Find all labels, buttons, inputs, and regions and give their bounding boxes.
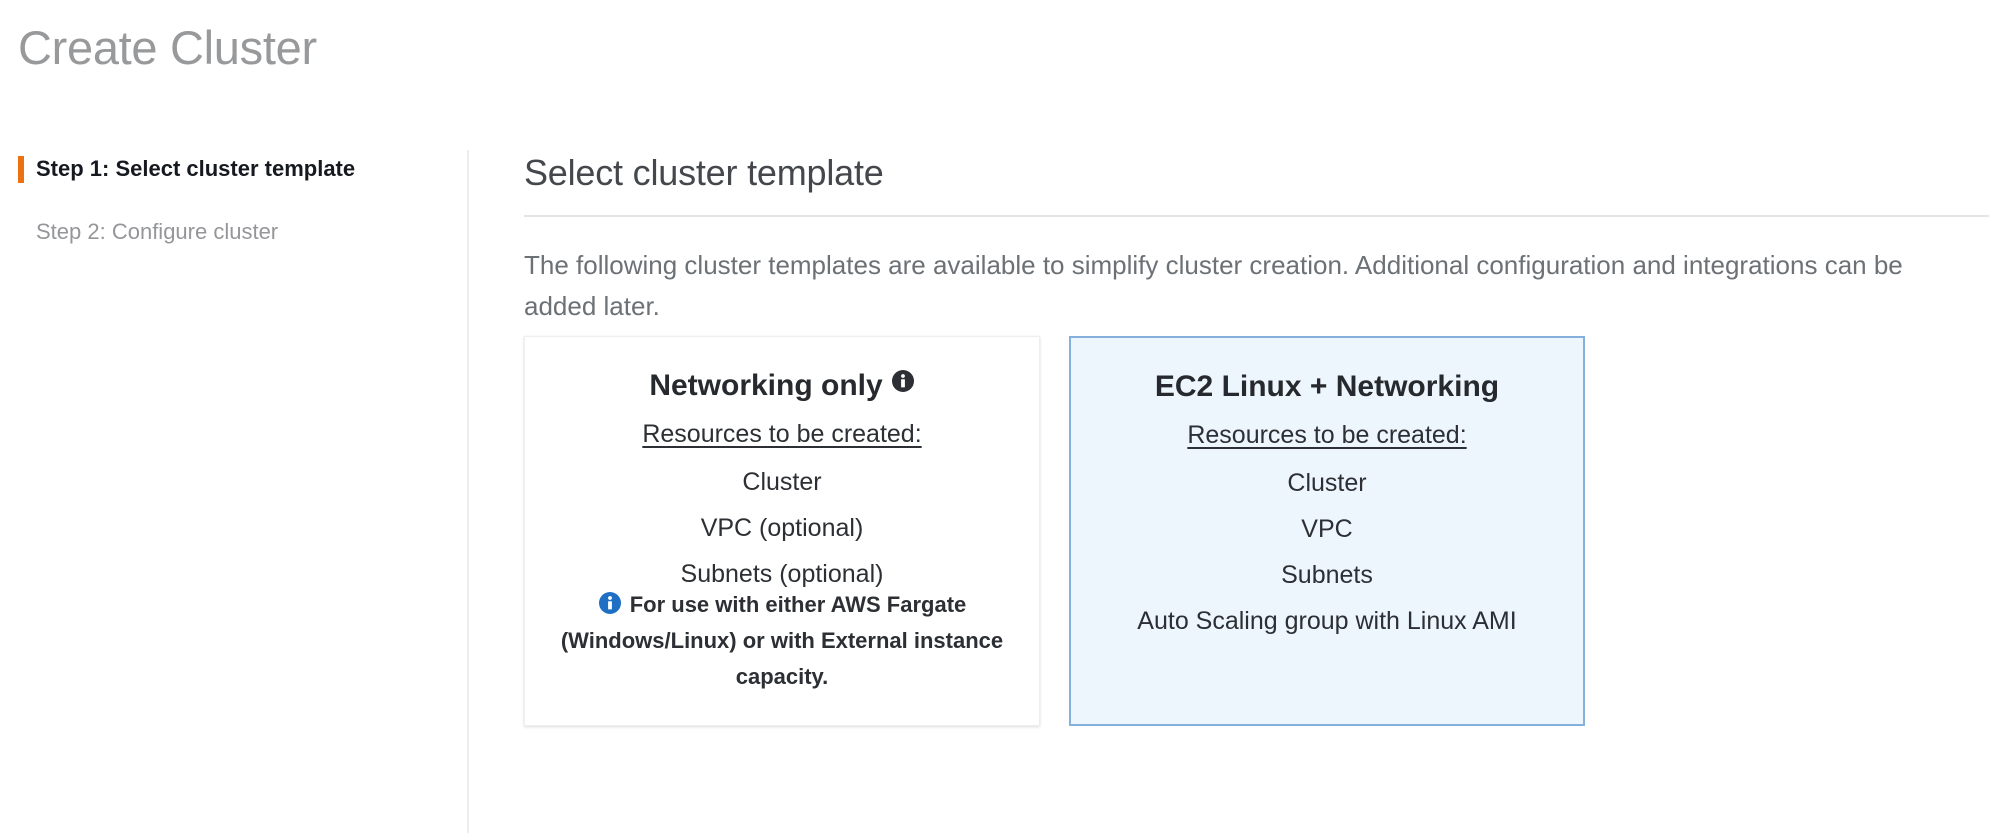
page-title: Create Cluster [18,21,317,74]
template-card-networking-only-note: For use with either AWS Fargate (Windows… [525,587,1039,695]
template-card-networking-only-resource-2: Subnets (optional) [680,560,884,588]
active-step-accent-bar [18,156,24,183]
section-description: The following cluster templates are avai… [524,250,1903,321]
sidebar-step-1-label: Step 1: Select cluster template [36,156,356,181]
template-card-ec2-linux-networking[interactable]: EC2 Linux + Networking Resources to be c… [1069,336,1585,726]
wizard-steps-sidebar: Step 1: Select cluster template Step 2: … [0,140,469,833]
main-content: Select cluster template The following cl… [468,140,1999,833]
template-card-ec2-linux-networking-resources-label: Resources to be created: [1187,421,1467,449]
info-circle-icon [598,591,622,615]
cluster-template-cards: Networking only Resources to be created:… [524,336,1994,833]
template-card-ec2-linux-networking-resource-3: Auto Scaling group with Linux AMI [1137,607,1517,635]
template-card-networking-only[interactable]: Networking only Resources to be created:… [524,336,1040,726]
template-card-networking-only-resource-1: VPC (optional) [700,514,864,542]
template-card-ec2-linux-networking-resource-2: Subnets [1281,561,1373,589]
heading-divider [524,215,1989,217]
sidebar-step-2-label: Step 2: Configure cluster [36,219,279,244]
sidebar-step-1-select-cluster-template[interactable]: Step 1: Select cluster template [18,155,355,183]
template-card-networking-only-title-text: Networking only [649,369,883,402]
template-card-networking-only-note-text: For use with either AWS Fargate (Windows… [560,592,1004,689]
template-card-ec2-linux-networking-resource-0: Cluster [1287,469,1367,497]
template-card-ec2-linux-networking-title: EC2 Linux + Networking [1154,370,1500,403]
section-heading: Select cluster template [524,152,884,193]
template-card-networking-only-resource-0: Cluster [742,468,822,496]
template-card-ec2-linux-networking-resource-1: VPC [1301,515,1353,543]
template-card-networking-only-title: Networking only [525,363,1039,408]
sidebar-step-2-configure-cluster[interactable]: Step 2: Configure cluster [18,218,278,246]
create-cluster-wizard: Step 1: Select cluster template Step 2: … [0,140,1999,833]
info-circle-icon[interactable] [891,369,915,393]
template-card-networking-only-resources-label: Resources to be created: [642,420,922,448]
sidebar-content-divider [467,150,469,833]
